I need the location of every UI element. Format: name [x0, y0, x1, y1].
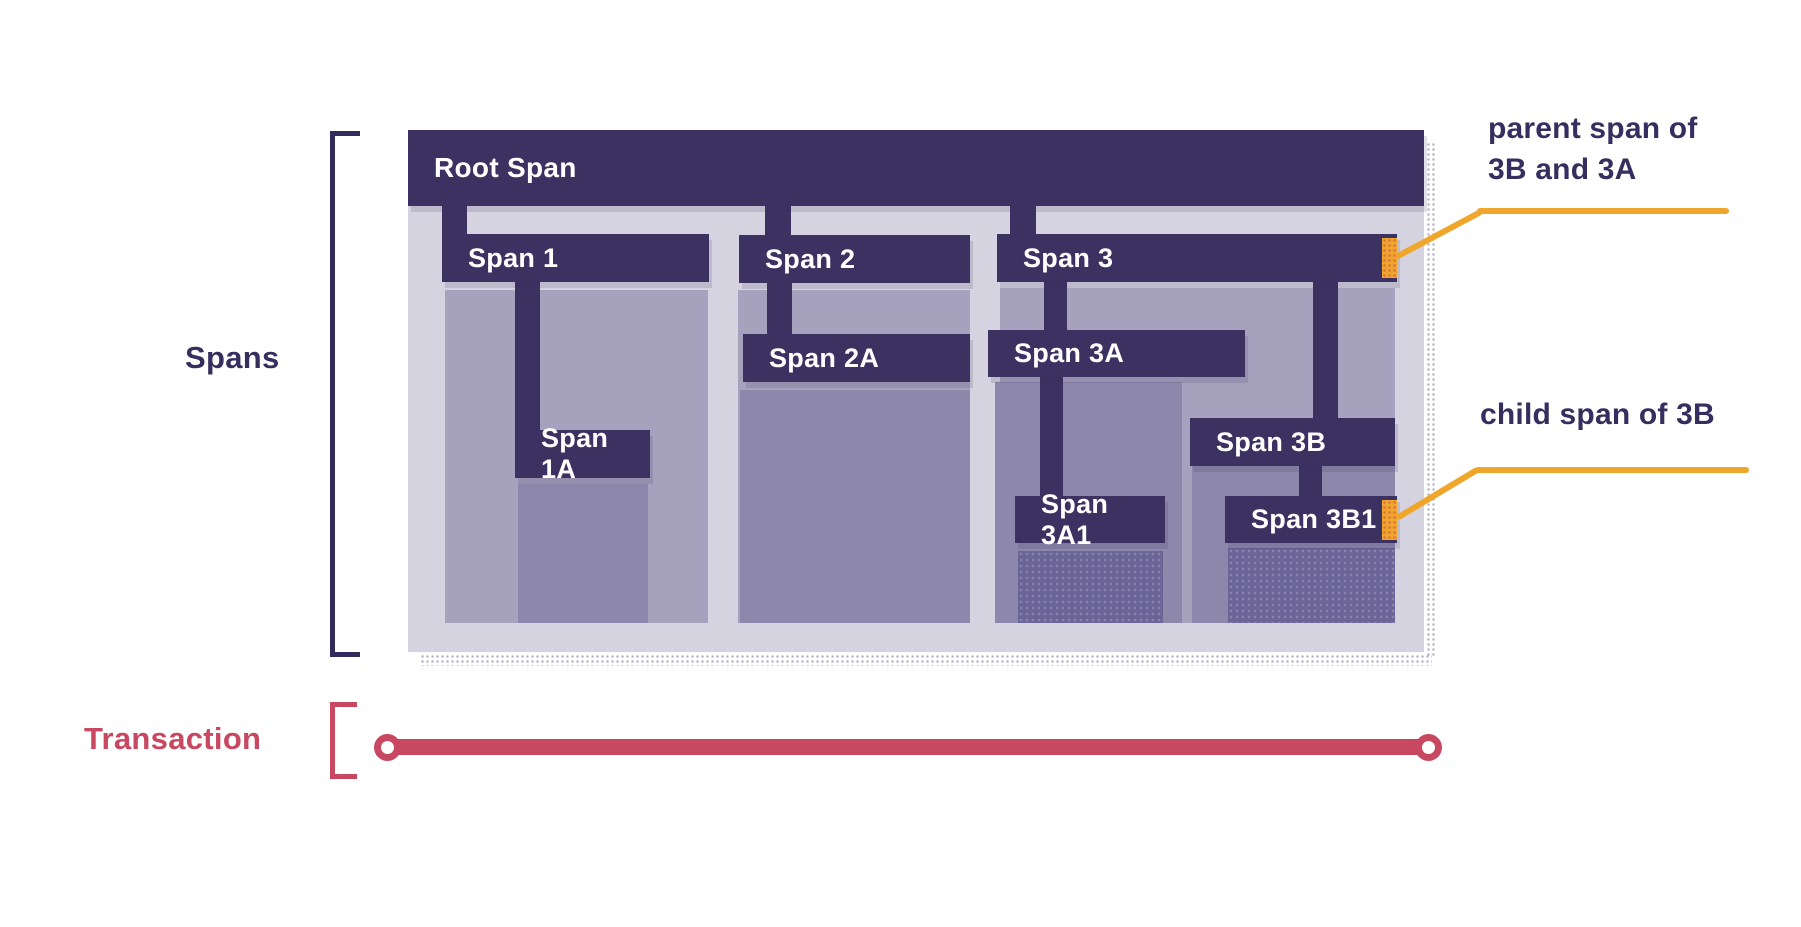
transaction-start-dot: [374, 734, 401, 761]
transaction-label: Transaction: [84, 721, 262, 756]
span-bar-root: Root Span: [408, 130, 1424, 206]
span-bar-span3b1-label: Span 3B1: [1251, 504, 1377, 534]
span-bar-span1a: Span 1A: [515, 423, 650, 484]
connector-span3-span3b: [1313, 280, 1338, 420]
span-bar-span1-label: Span 1: [468, 242, 559, 273]
transaction-bracket-bottom-tick: [330, 774, 357, 779]
connector-root-span2: [765, 204, 791, 236]
span3b1-child-container: [1228, 548, 1395, 623]
connector-span3-span3a: [1044, 280, 1067, 332]
transaction-end-dot: [1415, 734, 1442, 761]
span-bar-root-label: Root Span: [434, 152, 577, 183]
container-shadow-bottom: [420, 654, 1432, 666]
span-bar-span3b: Span 3B: [1190, 418, 1395, 466]
span-bar-span3b1: Span 3B1: [1225, 496, 1397, 543]
parent-span-callout-line: [1477, 208, 1729, 214]
connector-span1-span1a: [515, 280, 540, 432]
parent-span-callout-line2: 3B and 3A: [1488, 153, 1637, 187]
span-bar-span3: Span 3: [997, 234, 1397, 282]
span-bar-span3a1-label: Span 3A1: [1041, 488, 1109, 550]
spans-label: Spans: [185, 340, 280, 375]
span-bar-span2a-label: Span 2A: [769, 342, 880, 373]
span1a-child-container: [518, 484, 648, 623]
connector-span2-span2a: [767, 280, 792, 336]
spans-bracket: [330, 131, 335, 657]
parent-span-callout-line1: parent span of: [1488, 112, 1698, 145]
span3-highlight-marker: [1382, 238, 1397, 278]
span-bar-span3-label: Span 3: [1023, 242, 1114, 273]
span-bar-span3a1: Span 3A1: [1015, 489, 1165, 550]
span3b1-highlight-marker: [1382, 500, 1397, 540]
connector-span3b-span3b1: [1299, 464, 1322, 496]
span-bar-span2-label: Span 2: [765, 243, 856, 274]
child-span-callout-text: child span of 3B: [1480, 398, 1715, 431]
span-bar-span1: Span 1: [442, 234, 709, 282]
connector-span3a-span3a1: [1040, 375, 1063, 498]
span2a-child-container: [740, 390, 970, 623]
transaction-bracket: [330, 702, 335, 779]
span-bar-span3a: Span 3A: [988, 330, 1245, 377]
parent-span-callout-text: parent span of 3B and 3A: [1488, 108, 1768, 191]
span3a1-child-container: [1018, 551, 1163, 623]
spans-bracket-top-tick: [330, 131, 360, 136]
span-bar-span1a-label: Span 1A: [541, 423, 609, 484]
spans-bracket-bottom-tick: [330, 652, 360, 657]
transaction-bracket-top-tick: [330, 702, 357, 707]
transaction-timeline: [398, 739, 1418, 755]
connector-root-span3: [1010, 204, 1036, 235]
container-shadow-right: [1426, 142, 1436, 658]
child-span-callout-line: [1475, 467, 1749, 473]
span-bar-span2a: Span 2A: [743, 334, 970, 382]
span-bar-span3b-label: Span 3B: [1216, 426, 1327, 457]
span-bar-span3a-label: Span 3A: [1014, 338, 1125, 368]
span-bar-span2: Span 2: [739, 235, 970, 283]
connector-root-span1: [442, 204, 467, 235]
